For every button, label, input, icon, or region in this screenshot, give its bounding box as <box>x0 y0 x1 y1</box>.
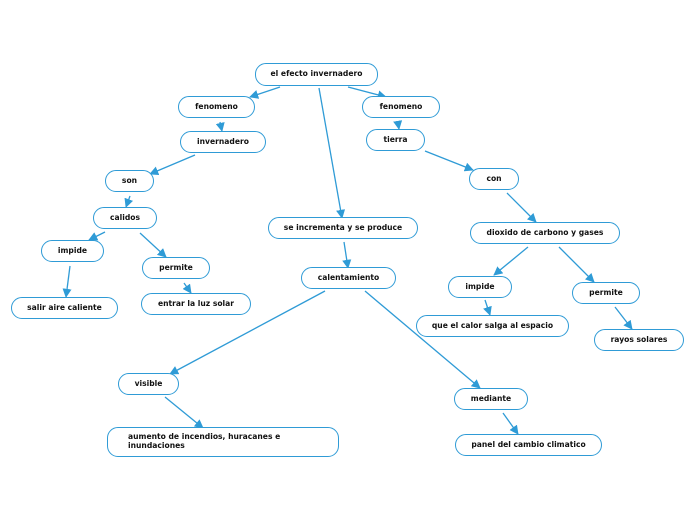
edge-n17-n18 <box>424 150 474 172</box>
node-que-el-calor-salga-al-espacio[interactable]: que el calor salga al espacio <box>416 315 569 337</box>
edge-n4-n5 <box>124 195 134 208</box>
edge-n18-n19 <box>506 192 537 223</box>
node-aumento-de-incendios[interactable]: aumento de incendios, huracanes e inunda… <box>107 427 339 457</box>
edge-n16-n17 <box>393 120 403 130</box>
node-tierra[interactable]: tierra <box>366 129 425 151</box>
node-se-incrementa-y-se-produce[interactable]: se incrementa y se produce <box>268 217 418 239</box>
edge-n5-n8 <box>139 232 167 258</box>
edge-n5-n6 <box>88 231 106 241</box>
node-impide-right[interactable]: impide <box>448 276 512 298</box>
edge-n1-n2 <box>249 86 281 99</box>
node-salir-aire-caliente[interactable]: salir aire caliente <box>11 297 118 319</box>
node-visible[interactable]: visible <box>118 373 179 395</box>
node-permite-right[interactable]: permite <box>572 282 640 304</box>
edge-n10-n11 <box>342 241 352 269</box>
edge-n11-n12 <box>169 290 326 375</box>
edge-n11-n14 <box>364 290 481 389</box>
edge-n1-n16 <box>347 86 387 100</box>
node-son[interactable]: son <box>105 170 154 192</box>
edge-n22-n23 <box>614 306 633 330</box>
node-con[interactable]: con <box>469 168 519 190</box>
node-entrar-la-luz-solar[interactable]: entrar la luz solar <box>141 293 251 315</box>
edge-n8-n9 <box>182 282 192 294</box>
edge-n3-n4 <box>149 154 196 176</box>
edge-n14-n15 <box>502 412 519 435</box>
node-impide-left[interactable]: impide <box>41 240 104 262</box>
edge-n20-n21 <box>483 299 492 316</box>
node-fenomeno-left[interactable]: fenomeno <box>178 96 255 118</box>
node-rayos-solares[interactable]: rayos solares <box>594 329 684 351</box>
edge-n1-n10 <box>318 87 346 219</box>
node-calentamiento[interactable]: calentamiento <box>301 267 396 289</box>
node-permite-left[interactable]: permite <box>142 257 210 279</box>
node-panel-del-cambio-climatico[interactable]: panel del cambio climatico <box>455 434 602 456</box>
node-el-efecto-invernadero[interactable]: el efecto invernadero <box>255 63 378 86</box>
node-dioxido-de-carbono-y-gases[interactable]: dioxido de carbono y gases <box>470 222 620 244</box>
edge-n19-n20 <box>493 246 529 276</box>
edge-n12-n13 <box>164 396 204 429</box>
edge-n19-n22 <box>558 246 595 283</box>
edge-n6-n7 <box>62 265 72 298</box>
node-fenomeno-right[interactable]: fenomeno <box>362 96 440 118</box>
edge-n2-n3 <box>215 121 225 132</box>
node-invernadero[interactable]: invernadero <box>180 131 266 153</box>
node-calidos[interactable]: calidos <box>93 207 157 229</box>
node-mediante[interactable]: mediante <box>454 388 528 410</box>
